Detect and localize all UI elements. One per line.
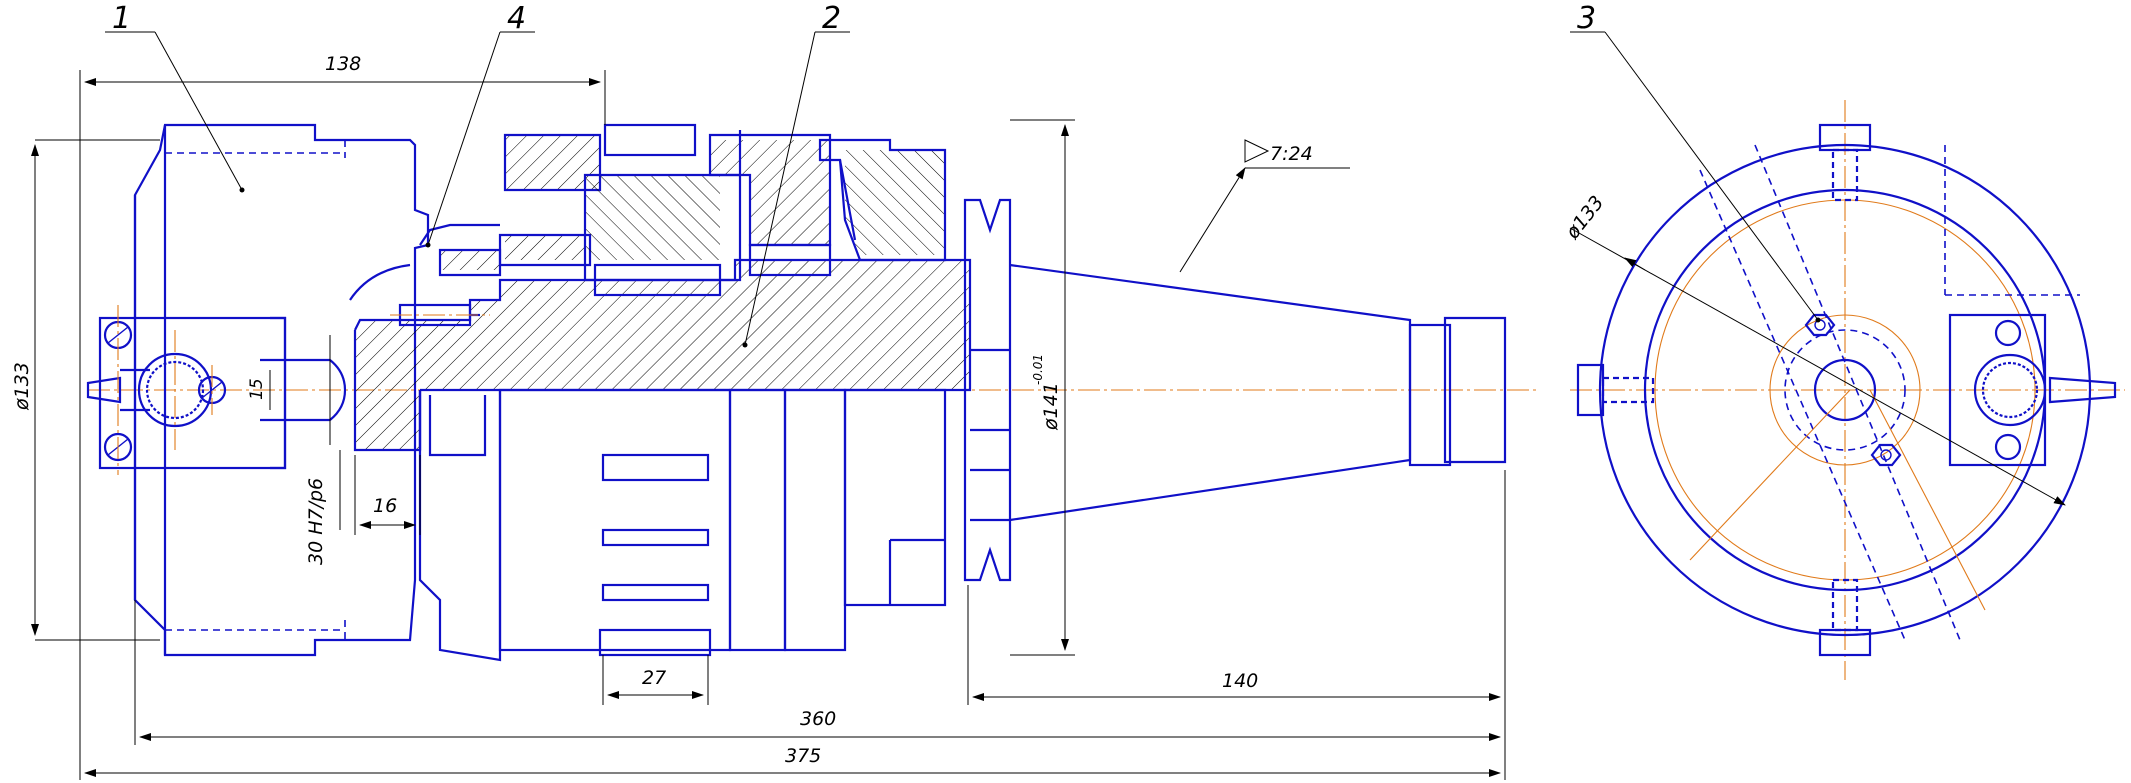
dim-133-left: ø133 [11,362,33,411]
upper-blocks [498,123,947,297]
dim-140: 140 [1222,670,1258,692]
callout-1: 1 [112,1,131,36]
dim-16: 16 [373,495,397,517]
dim-360: 360 [800,708,836,730]
dim-138: 138 [325,53,361,75]
callout-4: 4 [507,1,526,36]
front-view [31,31,1540,780]
chuck-body [86,123,430,657]
side-view [1569,31,2125,680]
dim-141-tol: -0.01 [1031,354,1045,385]
flange-pulley [963,198,1012,582]
callout-leaders [105,31,850,348]
dim-fit: 30 H7/p6 [305,478,327,565]
dim-375: 375 [785,745,821,767]
dimensions [31,70,1506,780]
taper-shank [1009,263,1507,522]
dim-27: 27 [642,667,666,689]
dim-15: 15 [247,378,267,400]
dim-141: ø141 [1040,382,1062,431]
lower-body [418,130,947,662]
callout-2: 2 [822,1,841,36]
callout-3: 3 [1577,1,1596,36]
dim-taper: 7:24 [1270,143,1313,165]
outer-circle [1598,143,2092,637]
